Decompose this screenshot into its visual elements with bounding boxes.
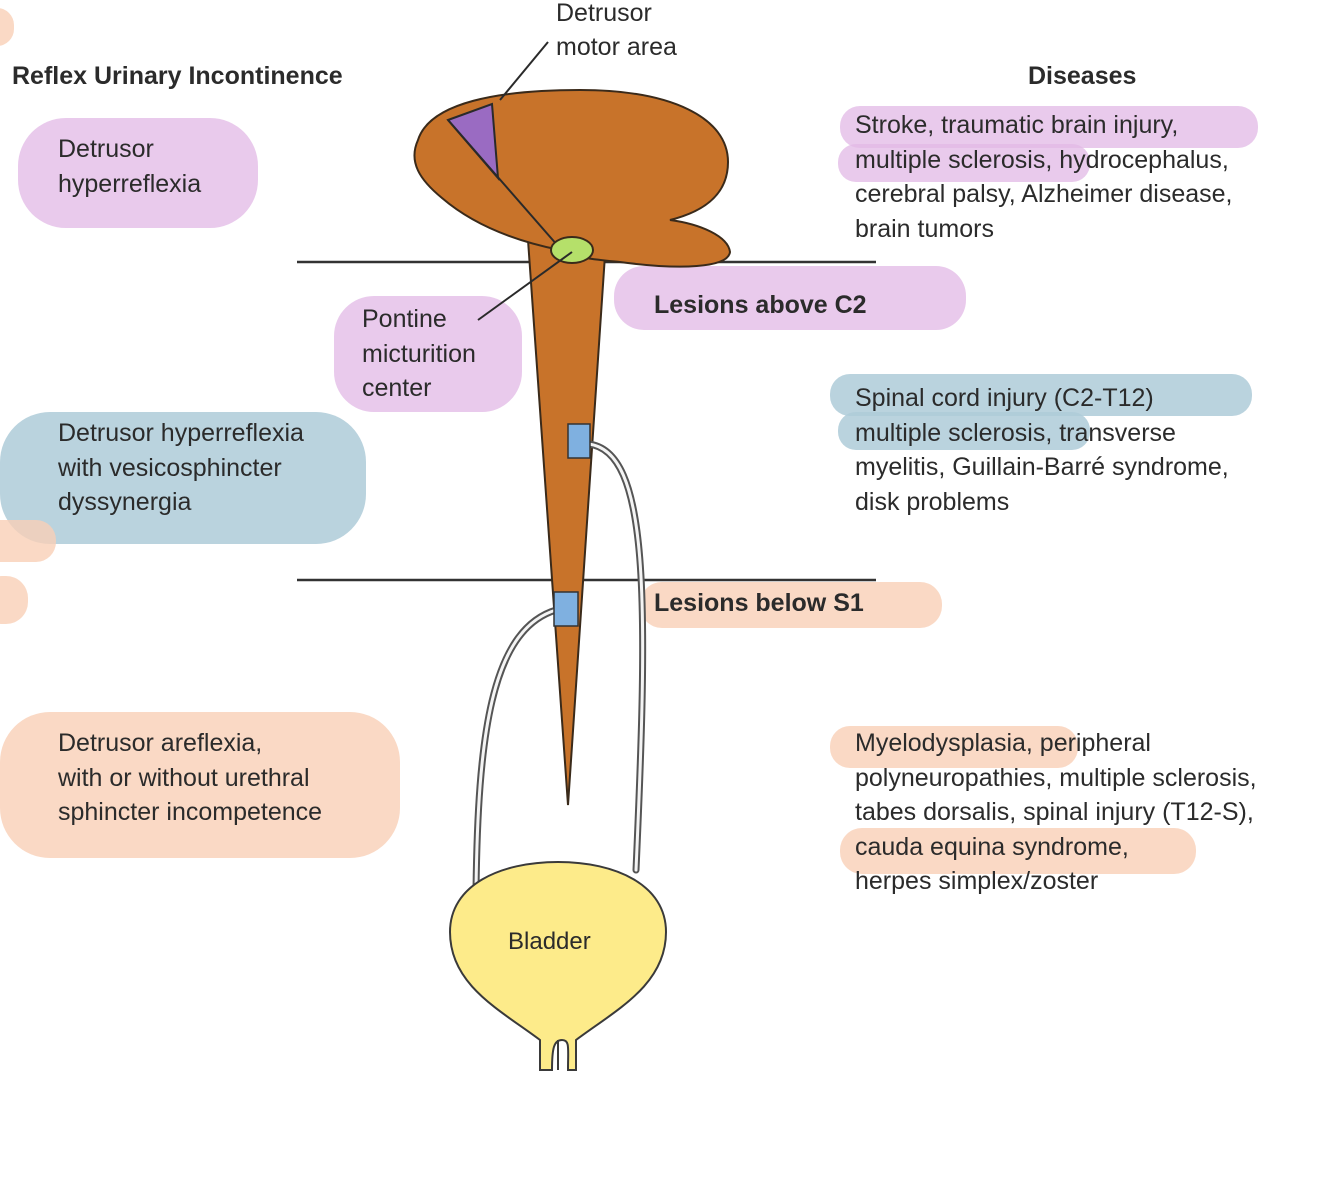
highlight-marks bbox=[0, 8, 1258, 874]
lesions-above-c2-label: Lesions above C2 bbox=[654, 291, 867, 319]
highlight-lesions-above bbox=[614, 266, 966, 330]
highlight-edge-3 bbox=[0, 576, 28, 624]
highlight-detrusor-hyperreflexia bbox=[18, 118, 258, 228]
highlight-edge-2 bbox=[0, 520, 56, 562]
highlight-lesions-below bbox=[640, 582, 942, 628]
highlight-ms-line-1 bbox=[838, 144, 1090, 182]
highlight-ms-line-2 bbox=[838, 412, 1090, 450]
highlight-pontine-center bbox=[334, 296, 522, 412]
highlight-spinal-injury-line bbox=[830, 374, 1252, 416]
highlight-vesicosphincter bbox=[0, 412, 366, 544]
lower-nerve-pathway bbox=[472, 606, 560, 894]
highlight-stroke-line bbox=[840, 106, 1258, 148]
highlight-myelodysplasia bbox=[830, 726, 1078, 768]
highlight-edge-1 bbox=[0, 8, 14, 46]
upper-nerve-pathway-inner bbox=[586, 442, 645, 872]
lesions-below-s1-label: Lesions below S1 bbox=[654, 589, 864, 617]
detrusor-hyperreflexia-dyssynergia-text: Detrusor hyperreflexia with vesicosphinc… bbox=[58, 419, 304, 516]
detrusor-areflexia-text: Detrusor areflexia, with or without uret… bbox=[58, 729, 323, 826]
highlight-cauda-equina bbox=[840, 828, 1196, 874]
detrusor-hyperreflexia-text: Detrusor hyperreflexia bbox=[58, 135, 202, 198]
pontine-center-label: Pontine micturition center bbox=[362, 305, 476, 402]
motor-to-pontine-tract bbox=[447, 119, 559, 247]
pontine-pointer bbox=[477, 251, 573, 321]
spinal-cord bbox=[526, 239, 608, 806]
bladder-shape bbox=[448, 860, 668, 1071]
sacral-diseases-text: Myelodysplasia, peripheral polyneuropath… bbox=[855, 729, 1257, 895]
motor-area-label: Detrusor motor area bbox=[556, 0, 677, 61]
left-column-header: Reflex Urinary Incontinence bbox=[12, 62, 343, 90]
motor-area-pointer bbox=[499, 41, 549, 101]
brain-diseases-text: Stroke, traumatic brain injury, multiple… bbox=[855, 111, 1233, 243]
pontine-center-node bbox=[550, 236, 594, 264]
sacral-spinal-node bbox=[553, 591, 579, 627]
spinal-diseases-text: Spinal cord injury (C2-T12) multiple scl… bbox=[855, 384, 1229, 516]
lower-nerve-pathway-inner bbox=[474, 608, 558, 892]
highlight-detrusor-areflexia bbox=[0, 712, 400, 858]
thoracic-spinal-node bbox=[567, 423, 591, 459]
right-column-header: Diseases bbox=[1028, 62, 1137, 90]
bladder-label: Bladder bbox=[508, 928, 591, 955]
